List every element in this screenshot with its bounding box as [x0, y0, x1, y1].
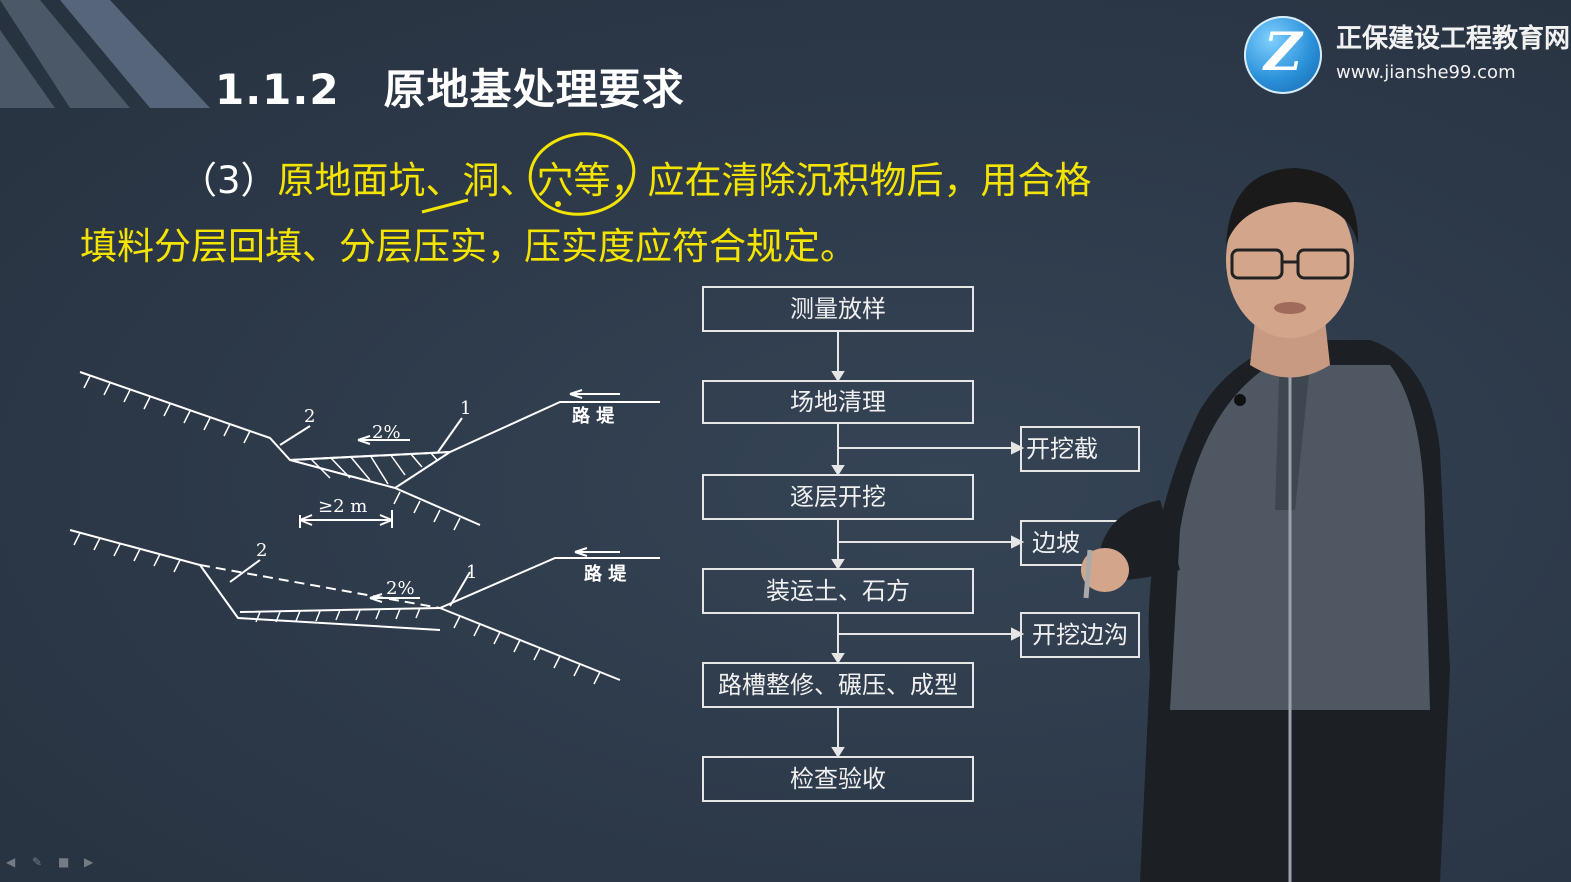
flow-step-site-clearing: 场地清理: [702, 380, 974, 424]
upper-road-label: 路 堤: [572, 405, 615, 427]
corner-stripes-decoration: [0, 0, 210, 108]
logo-name: 正保建设工程教育网: [1336, 24, 1571, 54]
arrow-left-icon[interactable]: ◀: [6, 855, 16, 869]
upper-label-1: 1: [460, 398, 471, 419]
flow-step-excavation: 逐层开挖: [702, 474, 974, 520]
ground-hatching: [73, 375, 601, 685]
slide-title: 1.1.2 原地基处理要求: [215, 56, 685, 117]
flow-step-grading: 路槽整修、碾压、成型: [702, 662, 974, 708]
slide-toolbar: ◀ ✎ ■ ▶: [6, 856, 100, 868]
flow-step-survey: 测量放样: [702, 286, 974, 332]
lower-slope: 2%: [386, 578, 415, 599]
paragraph-prefix: （3）: [180, 159, 278, 202]
arrow-right-icon[interactable]: ▶: [84, 855, 94, 869]
upper-label-2: 2: [304, 406, 315, 427]
lower-road-label: 路 堤: [584, 563, 627, 585]
paragraph-text-1: 原地面坑、洞、穴等，应在清除沉积物后，用合格: [277, 159, 1092, 202]
flow-step-inspection: 检查验收: [702, 756, 974, 802]
cross-section-diagram: 2 1 2% 路 堤 ≥2 m 2 1 2% 路 堤: [69, 371, 660, 685]
brand-logo: Z 正保建设工程教育网 www.jianshe99.com: [1244, 14, 1570, 94]
logo-icon: Z: [1244, 16, 1322, 94]
title-text: 原地基处理要求: [383, 65, 685, 114]
flow-side-side-ditch: 开挖边沟: [1020, 612, 1140, 658]
pen-icon[interactable]: ✎: [32, 855, 43, 869]
logo-url: www.jianshe99.com: [1336, 62, 1516, 83]
title-number: 1.1.2: [215, 65, 340, 114]
paragraph-line-1: （3）原地面坑、洞、穴等，应在清除沉积物后，用合格: [180, 150, 1092, 204]
handwritten-annotation: [421, 132, 636, 216]
lower-label-2: 2: [256, 540, 267, 561]
flow-step-transport: 装运土、石方: [702, 568, 974, 614]
paragraph-line-2: 填料分层回填、分层压实，压实度应符合规定。: [80, 225, 857, 268]
flow-side-intercept-ditch: 开挖截: [1020, 426, 1140, 472]
upper-slope: 2%: [372, 422, 401, 443]
flowchart-connectors: [831, 330, 1025, 758]
upper-width-label: ≥2 m: [318, 496, 367, 517]
presenter-image: [1081, 168, 1450, 882]
screen-icon[interactable]: ■: [58, 855, 70, 869]
lower-label-1: 1: [466, 562, 477, 583]
